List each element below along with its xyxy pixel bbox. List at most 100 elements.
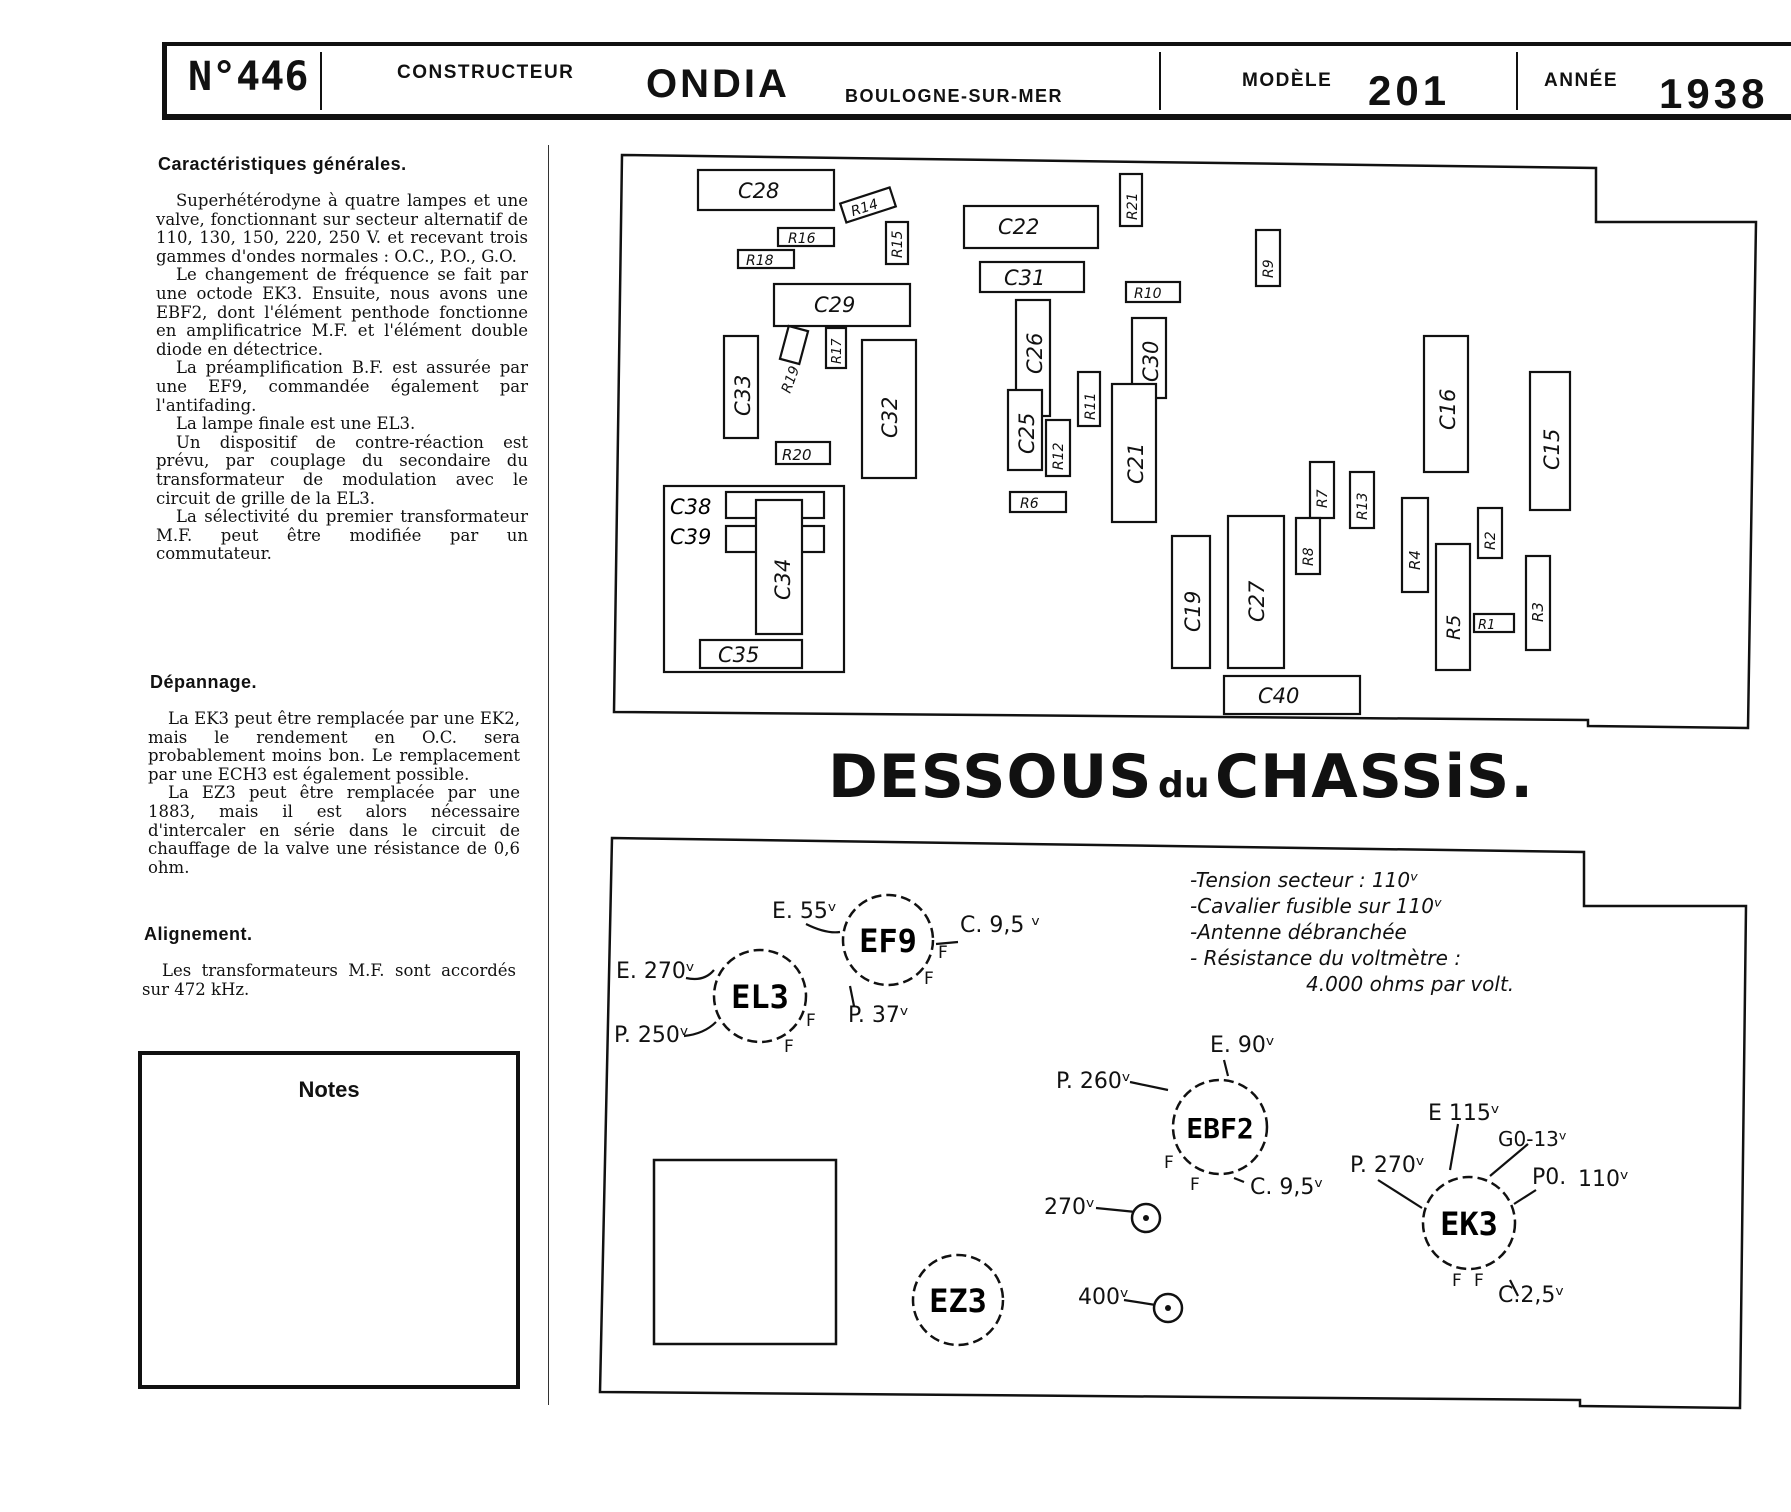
- ef9-c-voltage: C. 9,5 ᵛ: [960, 913, 1041, 938]
- paragraph: La EZ3 peut être remplacée par une 1883,…: [148, 783, 520, 877]
- svg-text:C40: C40: [1258, 684, 1299, 708]
- section-body-alignement: Les transformateurs M.F. sont accordés s…: [142, 961, 516, 999]
- constructeur-city: BOULOGNE-SUR-MER: [845, 86, 1063, 106]
- header-frame: [162, 42, 1791, 120]
- chassis-outline-bottom: [598, 836, 1748, 1410]
- capacitor-c40: C40: [1222, 674, 1362, 716]
- capacitor-c15: C15: [1528, 370, 1572, 512]
- tube-socket-el3: [712, 948, 808, 1044]
- resistor-r10: R10: [1124, 280, 1182, 304]
- svg-text:C33: C33: [731, 375, 755, 416]
- tube-name-ek3: EK3: [1440, 1205, 1498, 1243]
- resistor-r17: R17: [824, 326, 848, 370]
- capacitor-c33: C33: [722, 334, 760, 440]
- svg-text:C34: C34: [771, 559, 795, 600]
- capacitor-c28: C28: [696, 168, 836, 212]
- capacitor-c29: C29: [772, 282, 912, 328]
- ef9-f-pin: F: [924, 969, 934, 989]
- modele-value: 201: [1368, 67, 1451, 114]
- ek3-p-voltage: P. 270ᵛ: [1350, 1153, 1425, 1178]
- capacitor-c32: C32: [860, 338, 918, 480]
- svg-text:R12: R12: [1051, 442, 1067, 470]
- svg-text:R7: R7: [1315, 489, 1331, 508]
- column-divider: [548, 145, 549, 1405]
- tube-socket-ebf2: [1171, 1078, 1269, 1176]
- test-condition-line: -Antenne débranchée: [1190, 920, 1407, 944]
- resistor-r6: R6: [1008, 490, 1068, 514]
- tube-socket-ek3: [1421, 1175, 1517, 1271]
- resistor-r15: R15: [884, 220, 910, 266]
- svg-text:R18: R18: [746, 253, 774, 269]
- tube-name-ef9: EF9: [859, 922, 917, 960]
- svg-text:R5: R5: [1443, 615, 1465, 640]
- modele-label: MODÈLE: [1242, 70, 1333, 91]
- svg-text:C32: C32: [878, 397, 902, 438]
- svg-text:C22: C22: [998, 215, 1039, 239]
- ek3-f-pin: F: [1452, 1271, 1462, 1291]
- resistor-r11: R11: [1076, 370, 1102, 428]
- document-number: N°446: [188, 54, 309, 100]
- svg-text:R1: R1: [1478, 618, 1495, 633]
- paragraph: La sélectivité du premier transformateur…: [156, 507, 528, 564]
- tube-name-ez3: EZ3: [929, 1282, 987, 1320]
- ek3-go-voltage: G0-13ᵛ: [1498, 1127, 1567, 1151]
- page-header: N°446 CONSTRUCTEUR ONDIA BOULOGNE-SUR-ME…: [162, 42, 1791, 120]
- capacitor-c22: C22: [962, 204, 1100, 250]
- svg-text:R6: R6: [1020, 496, 1039, 512]
- constructeur-name: ONDIA: [646, 62, 790, 106]
- resistor-r7: R7: [1308, 460, 1336, 520]
- el3-f-pin: F: [784, 1037, 794, 1057]
- annee-value: 1938: [1659, 70, 1769, 117]
- ef9-p-voltage: P. 37ᵛ: [848, 1003, 909, 1028]
- svg-text:R3: R3: [1529, 602, 1547, 622]
- svg-text:R4: R4: [1406, 550, 1424, 570]
- resistor-r3: R3: [1524, 554, 1552, 652]
- paragraph: Les transformateurs M.F. sont accordés s…: [142, 961, 516, 999]
- header-divider: [1516, 52, 1518, 110]
- constructeur-label: CONSTRUCTEUR: [397, 62, 575, 83]
- transformer-outline: [652, 1158, 838, 1346]
- chassis-title-word: du: [1158, 765, 1210, 806]
- svg-text:C26: C26: [1023, 333, 1047, 374]
- svg-text:C30: C30: [1139, 341, 1163, 382]
- voltage-arrows: [683, 923, 1537, 1308]
- tube-socket-ef9: [841, 893, 935, 987]
- resistor-r9: R9: [1254, 228, 1282, 288]
- ebf2-p-voltage: P. 260ᵛ: [1056, 1069, 1131, 1094]
- svg-text:C35: C35: [718, 643, 759, 667]
- svg-text:R20: R20: [782, 446, 812, 464]
- section-title-caracteristiques: Caractéristiques générales.: [158, 154, 407, 174]
- resistor-r1: R1: [1472, 612, 1516, 634]
- svg-text:R9: R9: [1261, 259, 1277, 278]
- chassis-title-word: CHASSiS.: [1215, 742, 1535, 812]
- capacitor-c19: C19: [1170, 534, 1212, 670]
- svg-text:R13: R13: [1355, 492, 1371, 520]
- svg-text:C25: C25: [1015, 413, 1039, 454]
- svg-text:R21: R21: [1125, 192, 1141, 220]
- svg-text:R8: R8: [1301, 547, 1317, 566]
- paragraph: La lampe finale est une EL3.: [176, 414, 416, 434]
- svg-text:R11: R11: [1083, 392, 1099, 420]
- paragraph: La EK3 peut être remplacée par une EK2, …: [148, 709, 520, 784]
- svg-text:R10: R10: [1134, 286, 1162, 302]
- section-body-caracteristiques: Superhétérodyne à quatre lampes et une v…: [156, 191, 528, 564]
- ebf2-c-voltage: C. 9,5ᵛ: [1250, 1175, 1324, 1200]
- resistor-r20: R20: [774, 440, 832, 466]
- svg-text:C31: C31: [1004, 266, 1045, 290]
- capacitor-c27: C27: [1226, 514, 1286, 670]
- paragraph: Le changement de fréquence se fait par u…: [156, 265, 528, 359]
- paragraph: Superhétérodyne à quatre lampes et une v…: [156, 191, 528, 266]
- ek3-e-voltage: E 115ᵛ: [1428, 1101, 1500, 1126]
- ebf2-e-voltage: E. 90ᵛ: [1210, 1033, 1275, 1058]
- terminal-400-label: 400ᵛ: [1078, 1285, 1129, 1310]
- svg-text:C15: C15: [1540, 429, 1564, 470]
- ek3-f-pin: F: [1474, 1271, 1484, 1291]
- chassis-title: DESSOUS du CHASSiS.: [828, 742, 1534, 812]
- section-body-depannage: La EK3 peut être remplacée par une EK2, …: [148, 709, 520, 877]
- ebf2-f-pin: F: [1190, 1175, 1200, 1195]
- paragraph: Un dispositif de contre-réaction est pré…: [156, 432, 528, 508]
- section-title-depannage: Dépannage.: [150, 672, 258, 692]
- test-condition-line: - Résistance du voltmètre :: [1190, 946, 1462, 970]
